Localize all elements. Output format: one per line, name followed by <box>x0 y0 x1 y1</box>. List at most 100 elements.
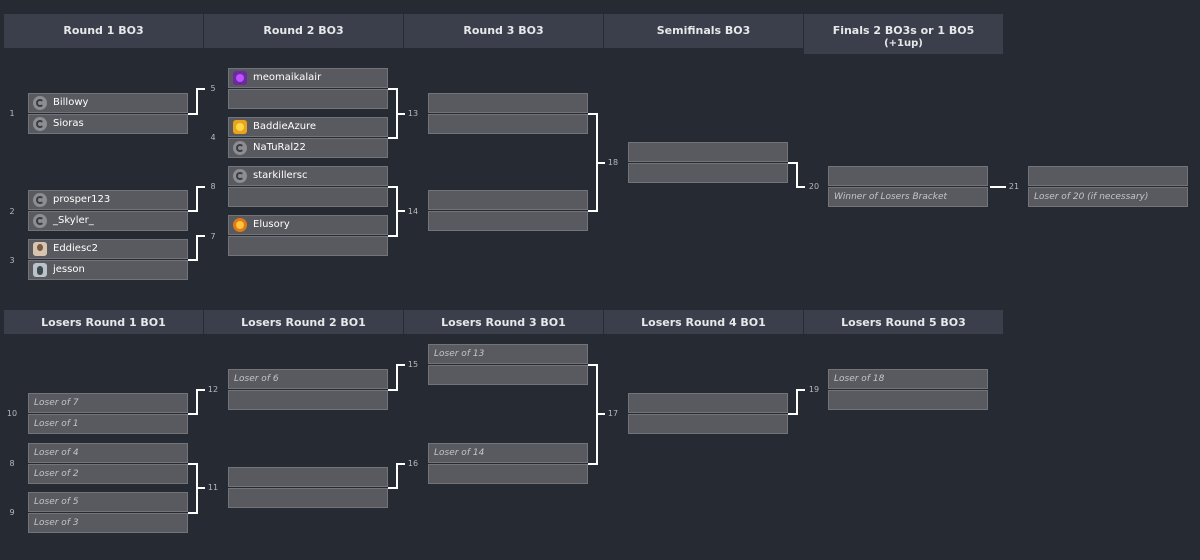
placeholder-slot[interactable]: Loser of 14 <box>428 443 588 463</box>
photo-avatar-icon <box>33 242 47 256</box>
match-number: 19 <box>808 385 820 394</box>
player-slot[interactable]: Eddiesc2 <box>28 239 188 259</box>
placeholder-slot[interactable]: Loser of 3 <box>28 513 188 533</box>
placeholder-slot[interactable]: Loser of 6 <box>228 369 388 389</box>
empty-slot[interactable] <box>228 89 388 109</box>
header-losers-round-3: Losers Round 3 BO1 <box>404 310 603 334</box>
player-slot[interactable]: Sioras <box>28 114 188 134</box>
generic-avatar-icon <box>33 117 47 131</box>
empty-slot[interactable] <box>628 142 788 162</box>
header-winners-round-1: Round 1 BO3 <box>4 14 203 48</box>
match-17[interactable] <box>628 393 788 435</box>
match-12[interactable]: Loser of 6 <box>228 369 388 411</box>
empty-slot[interactable] <box>628 163 788 183</box>
placeholder-slot[interactable]: Loser of 2 <box>28 464 188 484</box>
player-slot[interactable]: starkillersc <box>228 166 388 186</box>
match-11[interactable] <box>228 467 388 509</box>
empty-slot[interactable] <box>228 467 388 487</box>
match-15[interactable]: Loser of 13 <box>428 344 588 386</box>
empty-slot[interactable] <box>828 390 988 410</box>
match-20[interactable]: Winner of Losers Bracket <box>828 166 988 208</box>
match-number: 9 <box>9 508 15 517</box>
match-19[interactable]: Loser of 18 <box>828 369 988 411</box>
empty-slot[interactable] <box>628 414 788 434</box>
placeholder-slot[interactable]: Loser of 18 <box>828 369 988 389</box>
header-winners-round-2: Round 2 BO3 <box>204 14 403 48</box>
match-18[interactable] <box>628 142 788 184</box>
player-slot[interactable]: NaTuRal22 <box>228 138 388 158</box>
match-4[interactable]: BaddieAzure NaTuRal22 <box>228 117 388 159</box>
placeholder-slot[interactable]: Loser of 5 <box>28 492 188 512</box>
placeholder-slot[interactable]: Loser of 13 <box>428 344 588 364</box>
placeholder-slot[interactable]: Loser of 1 <box>28 414 188 434</box>
match-number: 11 <box>207 483 219 492</box>
yellow-face-avatar-icon <box>233 120 247 134</box>
player-slot[interactable]: BaddieAzure <box>228 117 388 137</box>
match-8[interactable]: starkillersc <box>228 166 388 208</box>
empty-slot[interactable] <box>428 464 588 484</box>
orange-face-avatar-icon <box>233 218 247 232</box>
header-semifinals: Semifinals BO3 <box>604 14 803 48</box>
empty-slot[interactable] <box>428 93 588 113</box>
player-slot[interactable]: meomaikalair <box>228 68 388 88</box>
photo-avatar-icon <box>33 263 47 277</box>
purple-creature-avatar-icon <box>233 71 247 85</box>
match-number: 12 <box>207 385 219 394</box>
empty-slot[interactable] <box>228 187 388 207</box>
match-number: 18 <box>607 158 619 167</box>
match-number: 13 <box>407 109 419 118</box>
match-9[interactable]: Loser of 5 Loser of 3 <box>28 492 188 534</box>
player-slot[interactable]: Elusory <box>228 215 388 235</box>
match-number: 17 <box>607 409 619 418</box>
empty-slot[interactable] <box>228 488 388 508</box>
match-10[interactable]: Loser of 7 Loser of 1 <box>28 393 188 435</box>
match-number: 14 <box>407 207 419 216</box>
match-number: 4 <box>210 133 216 142</box>
match-1[interactable]: Billowy Sioras <box>28 93 188 135</box>
match-3[interactable]: Eddiesc2 jesson <box>28 239 188 281</box>
player-slot[interactable]: prosper123 <box>28 190 188 210</box>
empty-slot[interactable] <box>428 190 588 210</box>
header-losers-round-5: Losers Round 5 BO3 <box>804 310 1003 334</box>
match-8-losers[interactable]: Loser of 4 Loser of 2 <box>28 443 188 485</box>
placeholder-slot[interactable]: Loser of 7 <box>28 393 188 413</box>
match-number: 10 <box>6 409 18 418</box>
empty-slot[interactable] <box>428 211 588 231</box>
match-2[interactable]: prosper123 _Skyler_ <box>28 190 188 232</box>
match-number: 21 <box>1008 182 1020 191</box>
match-number: 8 <box>210 182 216 191</box>
header-winners-round-3: Round 3 BO3 <box>404 14 603 48</box>
generic-avatar-icon <box>233 169 247 183</box>
player-slot[interactable]: _Skyler_ <box>28 211 188 231</box>
placeholder-slot[interactable]: Winner of Losers Bracket <box>828 187 988 207</box>
empty-slot[interactable] <box>628 393 788 413</box>
placeholder-slot[interactable]: Loser of 4 <box>28 443 188 463</box>
empty-slot[interactable] <box>428 365 588 385</box>
match-21[interactable]: Loser of 20 (if necessary) <box>1028 166 1188 208</box>
header-losers-round-2: Losers Round 2 BO1 <box>204 310 403 334</box>
match-16[interactable]: Loser of 14 <box>428 443 588 485</box>
match-number: 7 <box>210 232 216 241</box>
match-5[interactable]: meomaikalair <box>228 68 388 110</box>
match-number: 16 <box>407 459 419 468</box>
match-number: 5 <box>210 84 216 93</box>
match-number: 20 <box>808 182 820 191</box>
empty-slot[interactable] <box>828 166 988 186</box>
empty-slot[interactable] <box>1028 166 1188 186</box>
empty-slot[interactable] <box>228 390 388 410</box>
player-slot[interactable]: Billowy <box>28 93 188 113</box>
generic-avatar-icon <box>33 193 47 207</box>
match-number: 1 <box>9 109 15 118</box>
header-losers-round-4: Losers Round 4 BO1 <box>604 310 803 334</box>
match-7[interactable]: Elusory <box>228 215 388 257</box>
generic-avatar-icon <box>233 141 247 155</box>
player-slot[interactable]: jesson <box>28 260 188 280</box>
match-number: 3 <box>9 256 15 265</box>
generic-avatar-icon <box>33 214 47 228</box>
match-13[interactable] <box>428 93 588 135</box>
match-14[interactable] <box>428 190 588 232</box>
empty-slot[interactable] <box>228 236 388 256</box>
placeholder-slot[interactable]: Loser of 20 (if necessary) <box>1028 187 1188 207</box>
header-losers-round-1: Losers Round 1 BO1 <box>4 310 203 334</box>
empty-slot[interactable] <box>428 114 588 134</box>
